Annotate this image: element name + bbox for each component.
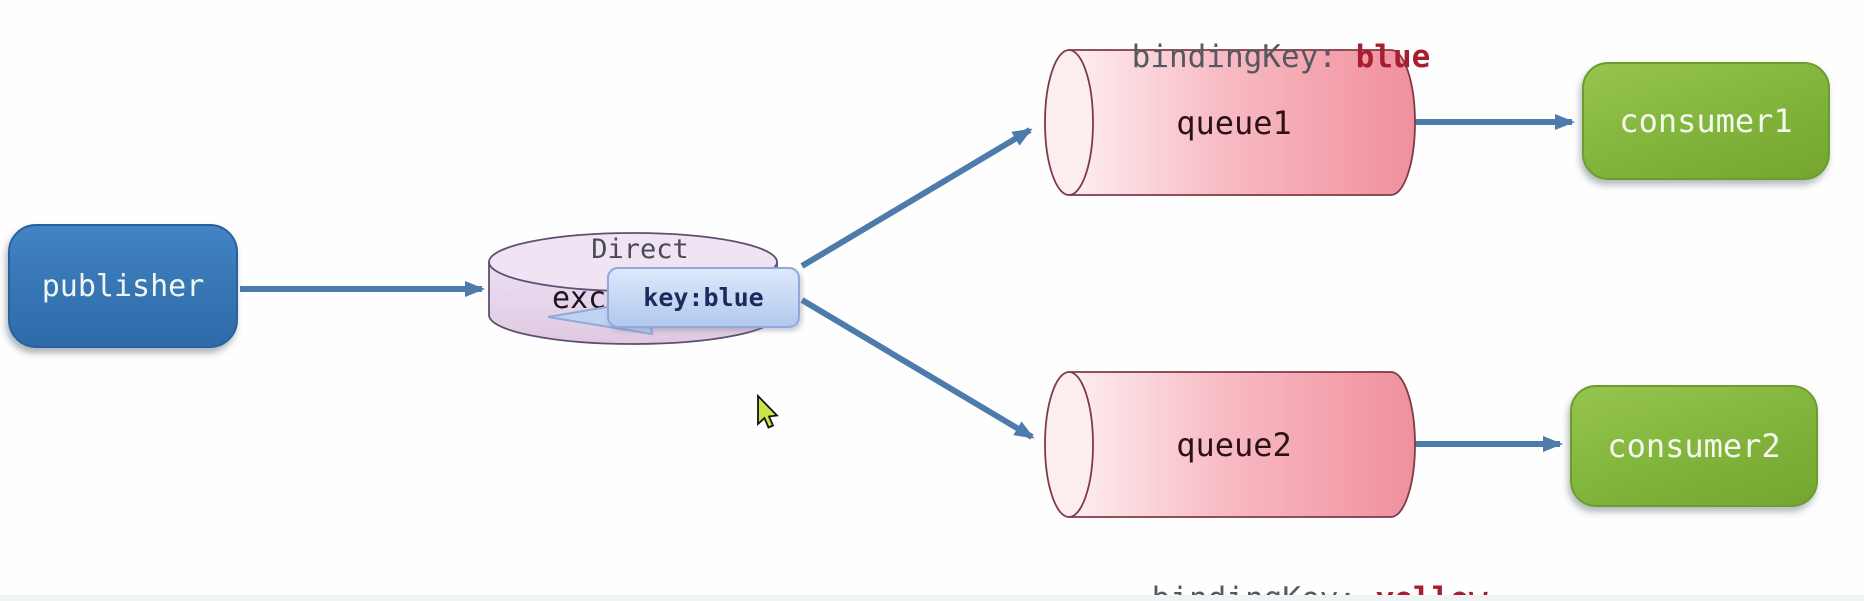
arrow-exchange-to-queue2 — [800, 297, 1035, 440]
consumer1-label: consumer1 — [1619, 102, 1793, 140]
queue1-binding-annotation: bindingKey: blue — [1057, 3, 1431, 111]
publisher-label: publisher — [41, 268, 205, 304]
queue2-label: queue2 — [1176, 425, 1292, 464]
queue2-binding-annotation: bindingKey: yellow — [1077, 545, 1488, 601]
cursor-pointer-icon — [757, 393, 779, 429]
bottom-edge-strip — [0, 595, 1864, 601]
consumer2-node[interactable]: consumer2 — [1570, 385, 1818, 507]
queue2-node[interactable]: queue2 — [1069, 372, 1399, 517]
queue1-node[interactable]: queue1 — [1069, 50, 1399, 195]
publisher-node[interactable]: publisher — [8, 224, 238, 348]
queue1-cylinder — [1044, 49, 1416, 196]
exchange-type-label: Direct — [591, 234, 689, 265]
queue1-label: queue1 — [1176, 103, 1292, 142]
routing-key-label: key:blue — [643, 283, 764, 312]
routing-key-tooltip[interactable]: key:blue — [607, 267, 800, 328]
arrow-exchange-to-queue1 — [800, 127, 1033, 269]
consumer2-label: consumer2 — [1607, 427, 1781, 465]
queue2-cylinder — [1044, 371, 1416, 518]
queue1-binding-value: blue — [1355, 39, 1431, 75]
queue1-binding-label: bindingKey: — [1131, 39, 1356, 75]
consumer1-node[interactable]: consumer1 — [1582, 62, 1830, 180]
